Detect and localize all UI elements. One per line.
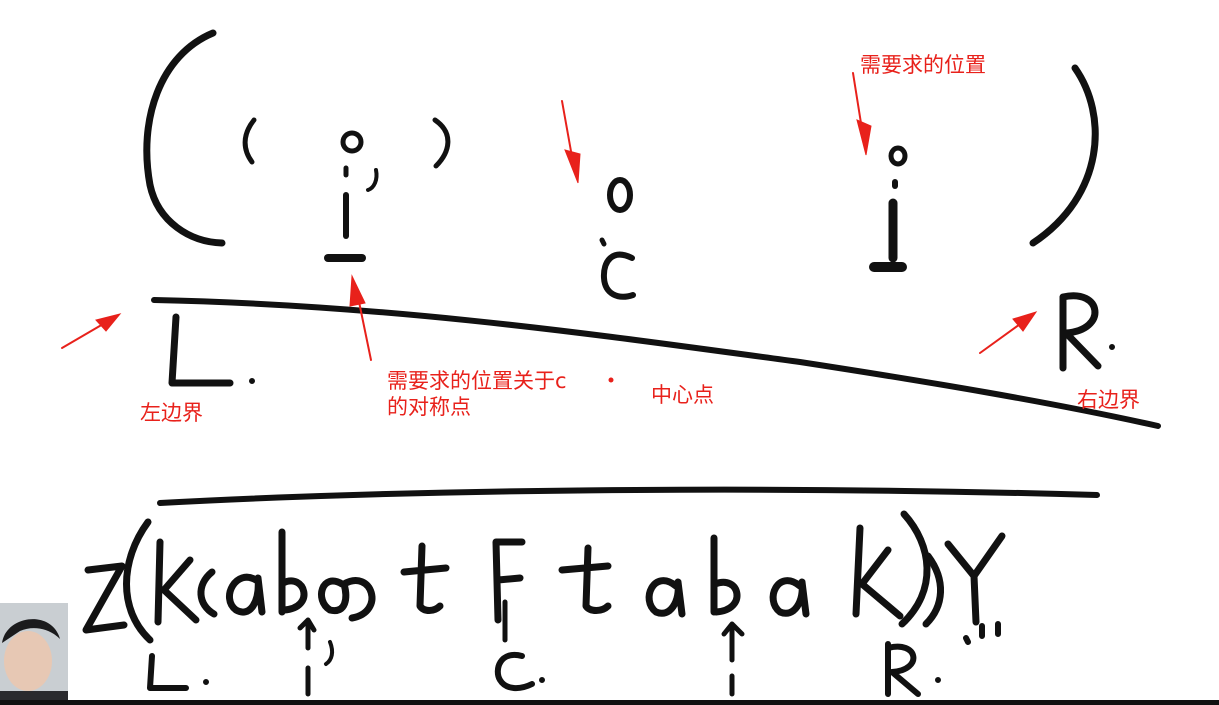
mirror-position-label-line1: 需要求的位置关于c [387, 369, 567, 393]
bottom-c-mark [494, 651, 535, 692]
mirror-position-label-line2: 的对称点 [387, 395, 471, 420]
seq-b2 [710, 534, 741, 616]
bottom-i-mirror-arrow [297, 617, 317, 697]
bottom-L-dot [203, 679, 209, 685]
sequence-top-line [157, 486, 1100, 506]
arrowhead-left-boundary [95, 313, 122, 332]
seq-right-paren2 [922, 552, 944, 628]
bottom-L-mark [147, 653, 189, 691]
right-big-paren [1029, 64, 1099, 247]
handwritten-sequence [82, 510, 1006, 644]
top-baseline [151, 297, 1161, 429]
center-point-label: 中心点 [651, 383, 714, 407]
target-position-label: 需要求的位置 [860, 53, 986, 77]
arrowhead-center-point [564, 149, 581, 184]
annotation-dot [608, 377, 614, 383]
seq-t1 [400, 542, 450, 614]
seq-inner-paren [197, 568, 218, 618]
left-big-paren [143, 29, 226, 247]
seq-right-paren1 [898, 510, 931, 628]
inner-right-paren [432, 117, 451, 169]
seq-b [278, 528, 308, 616]
left-L-letter [168, 313, 234, 387]
right-R-dot [1109, 344, 1115, 350]
arrowhead-right-boundary [1012, 311, 1038, 332]
seq-a3 [769, 577, 810, 618]
bottom-R-dot [935, 677, 941, 683]
inner-left-paren [242, 117, 257, 165]
mirror-position-label: 需要求的位置关于c 的对称点 [387, 368, 567, 421]
center-c-letter [600, 251, 636, 300]
seq-z [82, 562, 128, 634]
bottom-c-dot [539, 677, 545, 683]
seq-k2 [852, 524, 904, 620]
left-L-dot [249, 378, 255, 384]
bottom-i-mirror-tick [324, 640, 335, 666]
left-boundary-label: 左边界 [140, 401, 203, 425]
seq-a1 [226, 573, 266, 616]
bottom-R-mark [885, 641, 921, 697]
target-point-circle [888, 145, 908, 167]
seq-a2 [645, 577, 686, 618]
seq-F [492, 538, 526, 624]
seq-k [154, 538, 200, 626]
mirror-point-tick [366, 168, 379, 192]
bottom-i-arrow [721, 621, 745, 697]
bottom-Y-dots [963, 621, 1001, 645]
arrowhead-target-point [856, 119, 872, 156]
seq-at [318, 577, 376, 622]
seq-t2 [558, 544, 612, 614]
mirror-point-circle [340, 130, 364, 154]
presenter-avatar [0, 603, 68, 705]
right-boundary-label: 右边界 [1077, 388, 1140, 412]
center-point-circle [607, 177, 633, 213]
arrowhead-mirror-point [349, 274, 366, 307]
center-point-dot [599, 237, 607, 247]
seq-left-paren [123, 518, 154, 644]
seq-Y [944, 532, 1006, 626]
right-R-letter [1059, 292, 1102, 372]
webcam-overlay [0, 603, 68, 705]
bottom-toolbar-strip [0, 700, 1219, 705]
